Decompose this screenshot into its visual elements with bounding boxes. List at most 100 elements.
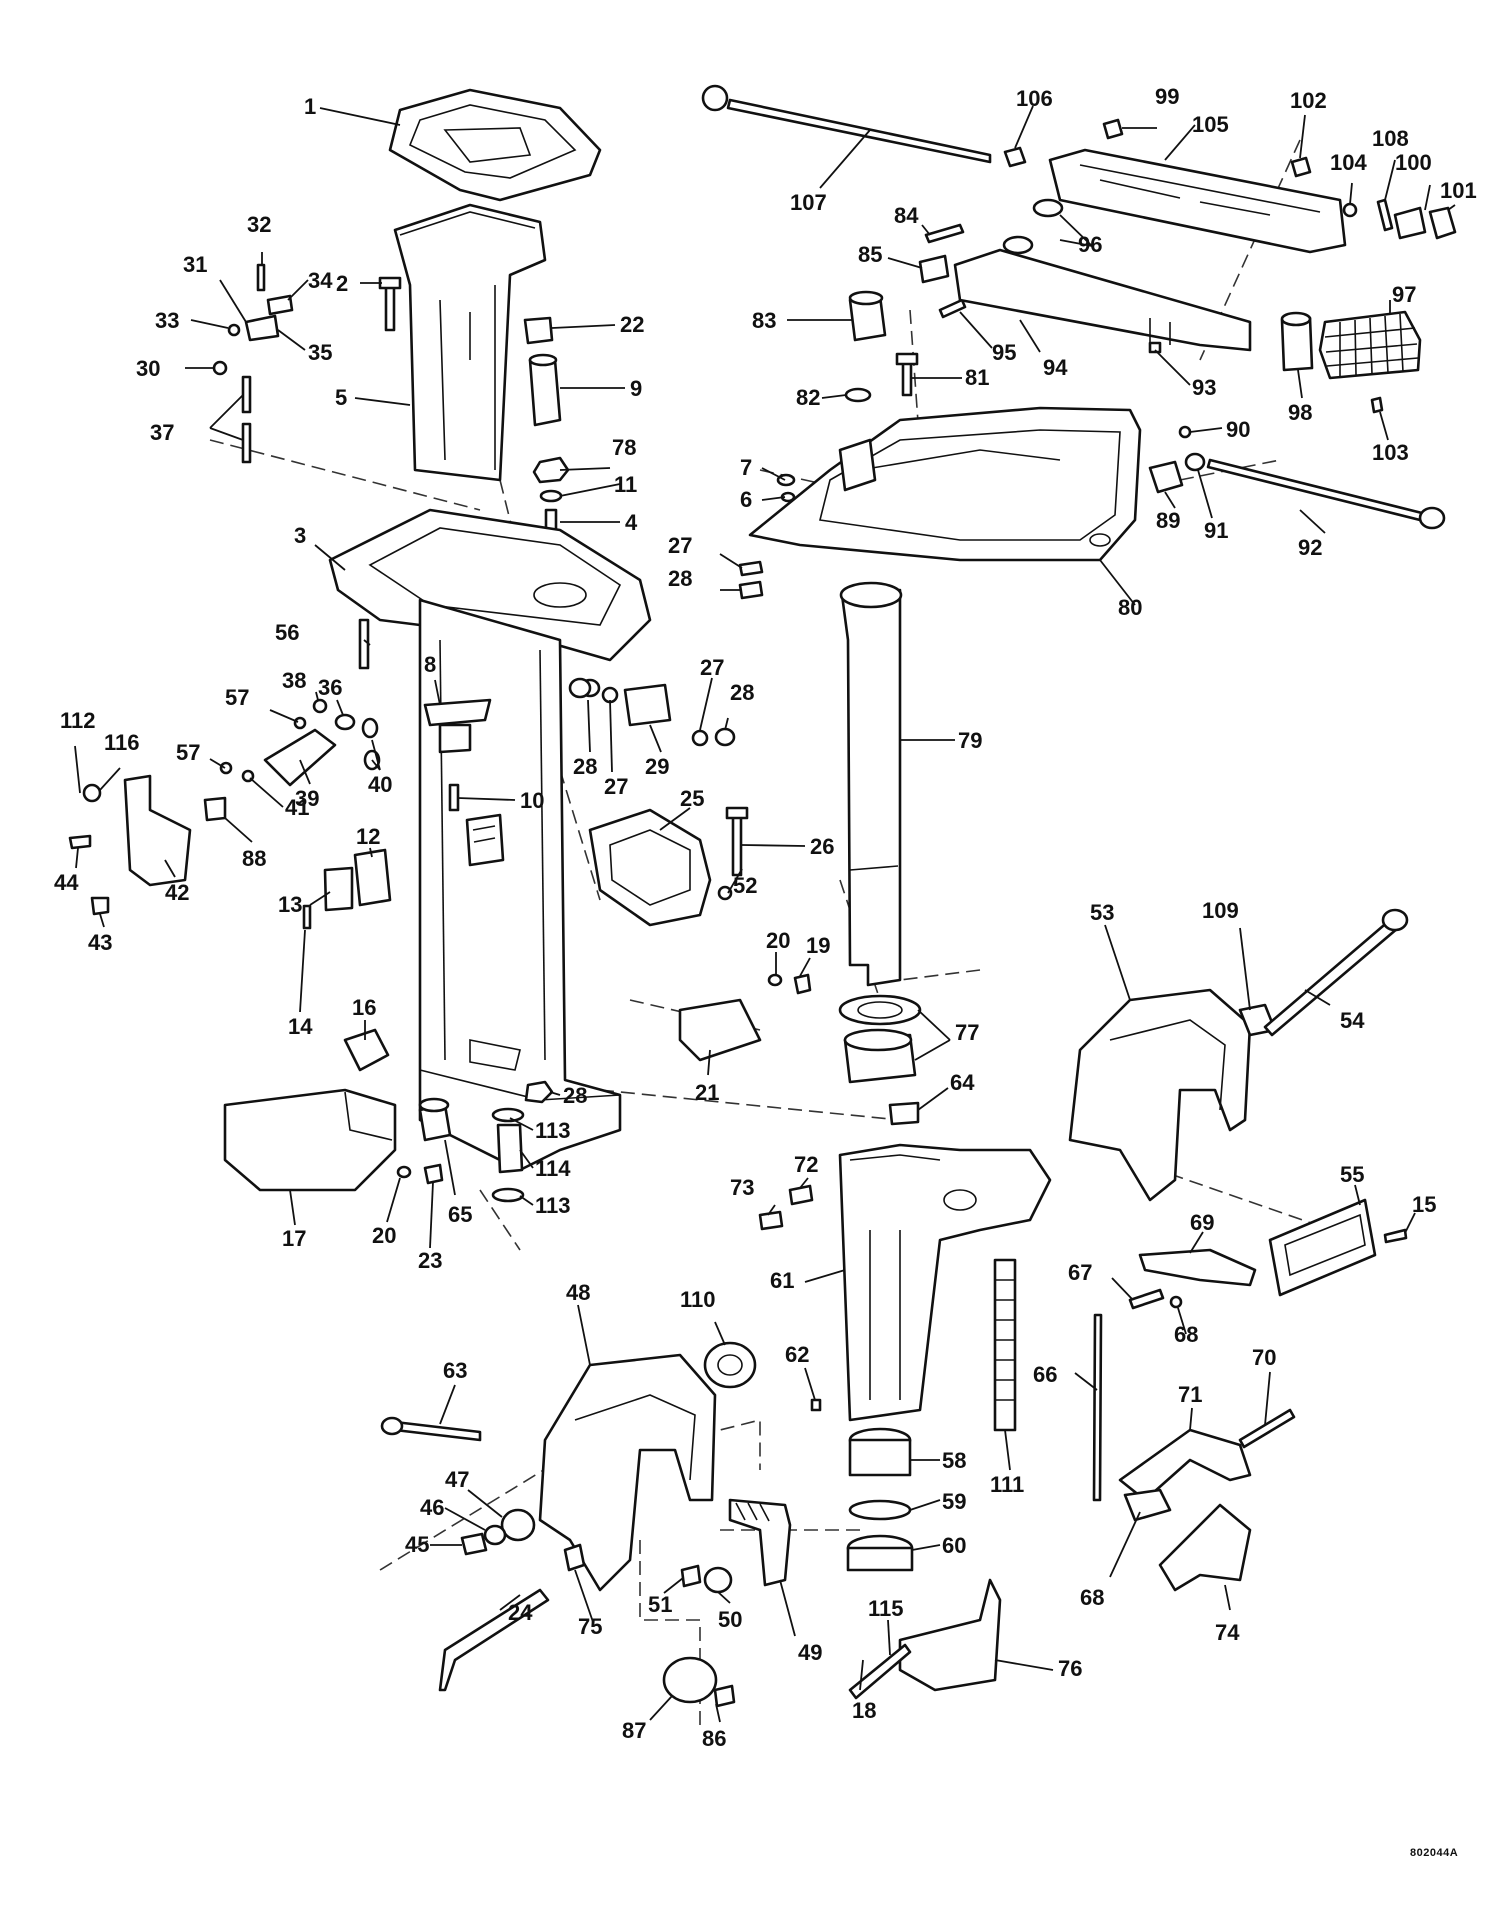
callout-92: 92 bbox=[1298, 535, 1322, 560]
callout-63: 63 bbox=[443, 1358, 467, 1383]
callout-29: 29 bbox=[645, 754, 669, 779]
callout-23: 23 bbox=[418, 1248, 442, 1273]
callout-85: 85 bbox=[858, 242, 882, 267]
callout-97: 97 bbox=[1392, 282, 1416, 307]
callout-28-b: 28 bbox=[573, 754, 597, 779]
callout-90: 90 bbox=[1226, 417, 1250, 442]
callout-9: 9 bbox=[630, 376, 642, 401]
callout-31: 31 bbox=[183, 252, 207, 277]
callout-113: 113 bbox=[535, 1118, 571, 1143]
callout-26: 26 bbox=[810, 834, 834, 859]
callout-48: 48 bbox=[566, 1280, 590, 1305]
callout-79: 79 bbox=[958, 728, 982, 753]
callout-73: 73 bbox=[730, 1175, 754, 1200]
callout-58: 58 bbox=[942, 1448, 966, 1473]
callout-49: 49 bbox=[798, 1640, 822, 1665]
callout-40: 40 bbox=[368, 772, 392, 797]
callout-7: 7 bbox=[740, 455, 752, 480]
callout-91: 91 bbox=[1204, 518, 1228, 543]
callout-13: 13 bbox=[278, 892, 302, 917]
callout-20: 20 bbox=[766, 928, 790, 953]
callout-114: 114 bbox=[535, 1156, 571, 1181]
callout-56: 56 bbox=[275, 620, 299, 645]
leader-lines bbox=[74, 105, 1456, 1723]
callout-68: 68 bbox=[1174, 1322, 1198, 1347]
drawing-code: 802044A bbox=[1410, 1847, 1458, 1859]
callout-103: 103 bbox=[1372, 440, 1409, 465]
callout-15: 15 bbox=[1412, 1192, 1436, 1217]
callout-109: 109 bbox=[1202, 898, 1239, 923]
callout-71: 71 bbox=[1178, 1382, 1202, 1407]
callout-115: 115 bbox=[868, 1596, 904, 1621]
callout-116: 116 bbox=[104, 730, 140, 755]
callout-27-c: 27 bbox=[700, 655, 724, 680]
callout-52: 52 bbox=[733, 873, 757, 898]
callout-95: 95 bbox=[992, 340, 1016, 365]
callout-12: 12 bbox=[356, 824, 380, 849]
callout-28: 28 bbox=[668, 566, 692, 591]
callout-83: 83 bbox=[752, 308, 776, 333]
callout-70: 70 bbox=[1252, 1345, 1276, 1370]
callout-51: 51 bbox=[648, 1592, 672, 1617]
callout-53: 53 bbox=[1090, 900, 1114, 925]
callout-94: 94 bbox=[1043, 355, 1068, 380]
callout-86: 86 bbox=[702, 1726, 726, 1751]
callout-104: 104 bbox=[1330, 150, 1367, 175]
callout-108: 108 bbox=[1372, 126, 1409, 151]
callout-101: 101 bbox=[1440, 178, 1477, 203]
callout-55: 55 bbox=[1340, 1162, 1364, 1187]
callout-106: 106 bbox=[1016, 86, 1053, 111]
callout-3: 3 bbox=[294, 523, 306, 548]
callout-32: 32 bbox=[247, 212, 271, 237]
callout-50: 50 bbox=[718, 1607, 742, 1632]
callout-99: 99 bbox=[1155, 84, 1179, 109]
callout-57: 57 bbox=[225, 685, 249, 710]
callout-72: 72 bbox=[794, 1152, 818, 1177]
callout-28-d: 28 bbox=[563, 1083, 587, 1108]
callout-77: 77 bbox=[955, 1020, 979, 1045]
callout-64: 64 bbox=[950, 1070, 975, 1095]
callout-42: 42 bbox=[165, 880, 189, 905]
callout-107: 107 bbox=[790, 190, 827, 215]
callout-57-b: 57 bbox=[176, 740, 200, 765]
callout-6: 6 bbox=[740, 487, 752, 512]
parts bbox=[68, 84, 1457, 1708]
callout-88: 88 bbox=[242, 846, 266, 871]
callout-37: 37 bbox=[150, 420, 174, 445]
callout-105: 105 bbox=[1192, 112, 1229, 137]
callout-10: 10 bbox=[520, 788, 544, 813]
callout-45: 45 bbox=[405, 1532, 429, 1557]
callout-30: 30 bbox=[136, 356, 160, 381]
callout-113-b: 113 bbox=[535, 1193, 571, 1218]
callout-82: 82 bbox=[796, 385, 820, 410]
callout-17: 17 bbox=[282, 1226, 306, 1251]
callout-68-b: 68 bbox=[1080, 1585, 1104, 1610]
callout-21: 21 bbox=[695, 1080, 719, 1105]
callout-27-b: 27 bbox=[604, 774, 628, 799]
callout-2: 2 bbox=[336, 271, 348, 296]
callout-46: 46 bbox=[420, 1495, 444, 1520]
callout-5: 5 bbox=[335, 385, 347, 410]
callout-110: 110 bbox=[680, 1287, 716, 1312]
callout-43: 43 bbox=[88, 930, 112, 955]
callout-22: 22 bbox=[620, 312, 644, 337]
callout-62: 62 bbox=[785, 1342, 809, 1367]
callout-27: 27 bbox=[668, 533, 692, 558]
callout-36: 36 bbox=[318, 675, 342, 700]
callout-44: 44 bbox=[54, 870, 79, 895]
callout-87: 87 bbox=[622, 1718, 646, 1743]
callout-75: 75 bbox=[578, 1614, 602, 1639]
callout-18: 18 bbox=[852, 1698, 876, 1723]
callout-69: 69 bbox=[1190, 1210, 1214, 1235]
callout-16: 16 bbox=[352, 995, 376, 1020]
callout-98: 98 bbox=[1288, 400, 1312, 425]
callout-76: 76 bbox=[1058, 1656, 1082, 1681]
callout-61: 61 bbox=[770, 1268, 794, 1293]
callout-38: 38 bbox=[282, 668, 306, 693]
callout-81: 81 bbox=[965, 365, 989, 390]
callout-39: 39 bbox=[295, 786, 319, 811]
callout-11: 11 bbox=[614, 472, 637, 497]
callout-96: 96 bbox=[1078, 232, 1102, 257]
callout-74: 74 bbox=[1215, 1620, 1240, 1645]
